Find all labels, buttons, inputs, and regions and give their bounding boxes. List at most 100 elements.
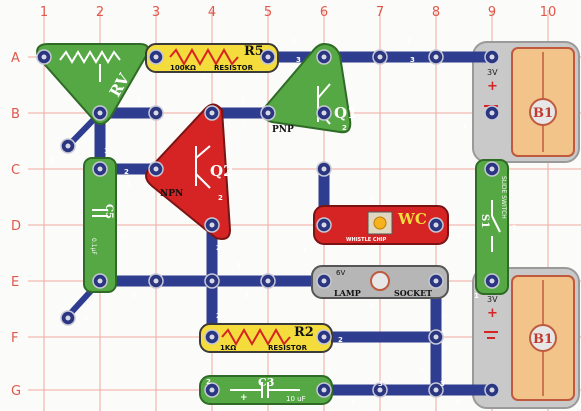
wire-number: 1 [136, 97, 141, 105]
wire-number: 2 [338, 336, 343, 344]
column-label-7: 7 [376, 5, 384, 20]
s1-label: S1 [479, 214, 490, 228]
snap-node-center [433, 334, 439, 340]
snap-node-center [433, 387, 439, 393]
resistor-r5: R5 100KΩ RESISTOR [145, 43, 279, 73]
row-label-f: F [11, 331, 18, 346]
snap-node-center [153, 110, 159, 116]
snap-node-center [321, 278, 327, 284]
snap-node-center [489, 110, 495, 116]
slide-switch-s1: S1 SLIDE SWITCH [475, 159, 509, 295]
q2-type: NPN [160, 189, 183, 199]
r5-value: 100KΩ [170, 64, 196, 72]
wire-number: 2 [406, 37, 411, 45]
battery-bottom-plus-sign: + [487, 306, 498, 321]
snap-node-center [265, 110, 271, 116]
wire-number: 1 [302, 246, 307, 254]
r2-type: RESISTOR [268, 344, 308, 352]
c3-label: C3 [258, 376, 274, 389]
wc-label: WC [397, 210, 427, 228]
r2-label: R2 [294, 325, 314, 340]
wire-number: 2 [442, 312, 447, 320]
snap-node-center [377, 54, 383, 60]
column-label-1: 1 [40, 5, 48, 20]
snap-node-center [433, 54, 439, 60]
wire-number: 1 [242, 121, 247, 129]
wire-number: 1 [84, 314, 89, 322]
wire-number: 1 [326, 366, 331, 374]
snap-node-center [321, 54, 327, 60]
wire-number: 2 [216, 312, 221, 320]
snap-node-center [433, 222, 439, 228]
r2-value: 1KΩ [220, 344, 236, 352]
snap-node-center [321, 222, 327, 228]
snap-node-center [489, 387, 495, 393]
wire-number: 2 [456, 232, 461, 240]
wire-number: 2 [206, 378, 211, 386]
snap-node-center [321, 387, 327, 393]
wire-number: 2 [216, 244, 221, 252]
row-label-d: D [11, 219, 21, 234]
snap-node-center [65, 315, 71, 321]
snap-node-center [433, 278, 439, 284]
resistor-r2: R2 1KΩ RESISTOR [199, 323, 333, 353]
wire-number: 3 [244, 291, 249, 299]
wire-number: 2 [50, 156, 55, 164]
r5-type: RESISTOR [214, 64, 254, 72]
snap-node-center [377, 387, 383, 393]
q2-label: Q2 [210, 162, 234, 180]
snap-node-center [97, 166, 103, 172]
battery-top-label: B1 [533, 106, 553, 121]
row-label-e: E [11, 275, 19, 290]
wire-number: 2 [370, 194, 375, 202]
row-label-a: A [11, 51, 20, 66]
column-label-3: 3 [152, 5, 160, 20]
battery-bottom-voltage: 3V [487, 295, 498, 304]
snap-node-center [265, 54, 271, 60]
snap-node-center [209, 222, 215, 228]
wire-number: 2 [124, 168, 129, 176]
capacitor-c5: C5 0.1μF [83, 157, 117, 293]
wire-number: 2 [132, 291, 137, 299]
snap-node-center [209, 387, 215, 393]
wire-number: 1 [292, 37, 297, 45]
column-label-9: 9 [488, 5, 496, 20]
battery-top-voltage: 3V [487, 68, 498, 77]
snap-node-center [321, 334, 327, 340]
column-label-6: 6 [320, 5, 328, 20]
battery-b1-top: B1 3V + [472, 41, 580, 163]
snap-node-center [321, 166, 327, 172]
snap-node-center [209, 110, 215, 116]
wire-number: 3 [296, 56, 301, 64]
wire-number: 2 [218, 194, 223, 202]
wire-number: 2 [342, 124, 347, 132]
wire-number: 2 [370, 302, 375, 310]
wire-number: 3 [378, 380, 383, 388]
snap-node-center [489, 278, 495, 284]
wire-number: 3 [126, 180, 131, 188]
snap-nodes [36, 49, 500, 398]
wire-number: 2 [240, 97, 245, 105]
c3-plus-sign: + [240, 393, 248, 403]
potentiometer-rv: RV [36, 43, 149, 125]
wire-number: 3 [410, 56, 415, 64]
snap-node-center [153, 54, 159, 60]
lamp-socket: 6V LAMP SOCKET [311, 265, 449, 299]
battery-b1-bottom: B1 3V + – [472, 267, 580, 409]
lamp-label: LAMP [334, 288, 361, 298]
snap-node-center [265, 278, 271, 284]
column-label-10: 10 [540, 5, 557, 20]
capacitor-c3: + C3 10 uF [199, 375, 333, 405]
wire-number: 2 [122, 232, 127, 240]
wire-number: 3 [350, 398, 355, 406]
wire-number: 1 [104, 147, 109, 155]
wire-number: 3 [236, 262, 241, 270]
wire-number-labels: 1 3 2 3 2 1 2 1 2 1 1 2 2 3 2 2 2 2 1 2 … [50, 37, 517, 406]
snap-node-center [65, 143, 71, 149]
r5-label: R5 [244, 44, 264, 59]
q1-type: PNP [272, 125, 294, 135]
snap-node-center [153, 278, 159, 284]
snap-node-center [97, 278, 103, 284]
